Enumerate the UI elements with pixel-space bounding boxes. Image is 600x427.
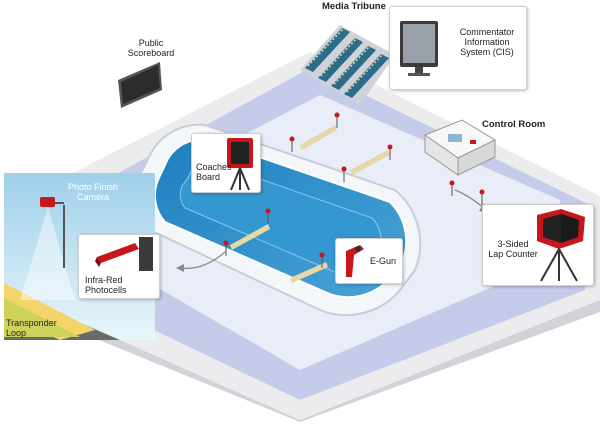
- monitor-icon: [400, 21, 438, 76]
- lap-counter-label: 3-Sided Lap Counter: [488, 239, 538, 259]
- coaches-board-icon: [227, 138, 253, 191]
- public-scoreboard: [118, 62, 162, 108]
- control-room-building: [423, 119, 497, 176]
- control-room-label: Control Room: [482, 119, 546, 130]
- lap-counter-icon: [537, 209, 585, 282]
- cis-card: Commentator Information System (CIS): [389, 6, 527, 90]
- photocell-posts: [223, 112, 485, 268]
- media-tribune-label: Media Tribune: [322, 1, 386, 12]
- transponder-loop-label: Transponder Loop: [6, 318, 57, 338]
- infra-red-photocells-label: Infra-Red Photocells: [85, 275, 127, 295]
- e-gun-icon: [346, 245, 364, 277]
- coaches-board-card: Coaches Board: [191, 133, 261, 193]
- photocell-icon: [95, 237, 153, 271]
- e-gun-card: E-Gun: [335, 238, 403, 284]
- cis-label: Commentator Information System (CIS): [459, 27, 515, 57]
- coaches-board-label: Coaches Board: [196, 162, 232, 182]
- lap-counter-card: 3-Sided Lap Counter: [482, 204, 594, 286]
- finish-lines: [230, 125, 390, 283]
- infra-red-photocells-card: Infra-Red Photocells: [78, 234, 160, 299]
- public-scoreboard-label: Public Scoreboard: [127, 38, 175, 58]
- e-gun-label: E-Gun: [370, 256, 397, 266]
- photo-finish-camera-label: Photo Finish Camera: [67, 182, 119, 202]
- media-tribune-stands: [300, 25, 395, 105]
